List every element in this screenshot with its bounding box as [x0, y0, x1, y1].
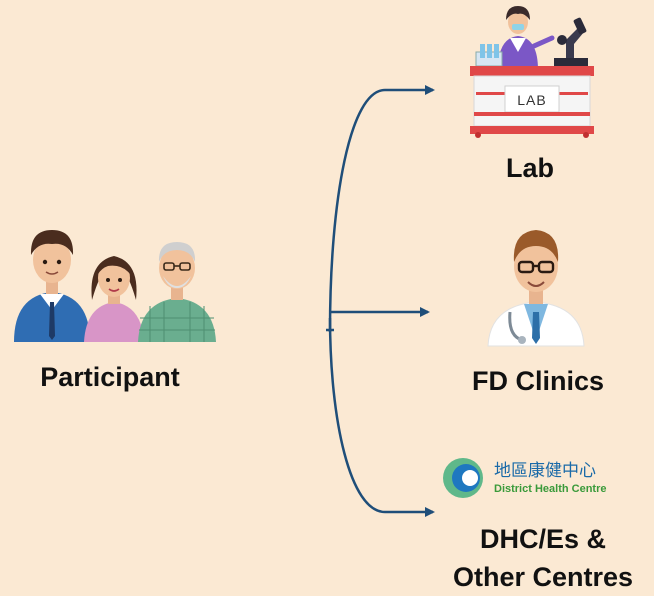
people-group-icon [14, 230, 216, 342]
fd-clinics-label: FD Clinics [471, 366, 605, 396]
lab-sign: LAB [517, 92, 546, 108]
arrow-to-dhc [328, 317, 435, 517]
microscope-icon [554, 17, 588, 66]
dhc-label-line2: Other Centres [452, 562, 634, 592]
man-figure [14, 230, 90, 342]
logo-english-text: District Health Centre [494, 483, 606, 495]
test-tubes-icon [475, 44, 503, 67]
dhc-label: DHC/Es & Other Centres [440, 520, 646, 596]
elderly-man-figure [138, 242, 216, 342]
woman-figure [84, 256, 144, 342]
dhc-label-line1: DHC/Es & [479, 524, 607, 554]
doctor-icon [487, 230, 585, 347]
district-health-centre-logo: 地區康健中心 District Health Centre [443, 458, 606, 498]
lab-scientist-icon: LAB [470, 6, 594, 138]
lab-label: Lab [505, 153, 554, 183]
participant-label: Participant [40, 362, 180, 392]
logo-chinese-text: 地區康健中心 [494, 461, 596, 481]
arrow-to-lab [328, 85, 435, 332]
branch-connector [326, 85, 435, 517]
